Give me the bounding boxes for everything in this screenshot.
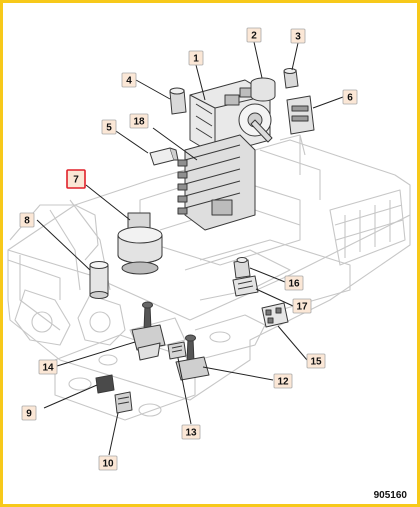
- component-15: [261, 302, 289, 328]
- component-6: [286, 95, 315, 135]
- callout-13-number: 13: [185, 428, 197, 439]
- callout-14-number: 14: [42, 363, 54, 374]
- component-3: [283, 68, 299, 89]
- right-joystick: [175, 334, 210, 381]
- callout-3[interactable]: 3: [290, 28, 306, 44]
- callout-6[interactable]: 6: [342, 89, 358, 105]
- callout-4-number: 4: [126, 76, 132, 87]
- component-10: [114, 391, 133, 414]
- callout-18-number: 18: [133, 117, 145, 128]
- callout-10[interactable]: 10: [98, 455, 118, 471]
- left-joystick: [131, 301, 166, 361]
- swing-motor: [117, 212, 163, 275]
- callout-10-number: 10: [102, 459, 114, 470]
- callout-7-number: 7: [73, 175, 79, 186]
- chassis-line-art: [7, 134, 411, 421]
- callout-14[interactable]: 14: [38, 359, 58, 375]
- callout-badges: 1 2 3 4 5 6 7 8: [19, 27, 358, 471]
- callout-17-number: 17: [296, 302, 308, 313]
- callout-7-highlighted[interactable]: 7: [66, 169, 86, 189]
- callout-15[interactable]: 15: [306, 353, 326, 369]
- callout-1-number: 1: [193, 54, 199, 65]
- component-16: [233, 257, 251, 279]
- callout-16-number: 16: [288, 279, 300, 290]
- component-17: [232, 275, 259, 297]
- callout-13[interactable]: 13: [181, 424, 201, 440]
- component-4: [169, 87, 187, 115]
- callout-2[interactable]: 2: [246, 27, 262, 43]
- control-valve-bank: [177, 134, 256, 231]
- callout-16[interactable]: 16: [284, 275, 304, 291]
- component-9: [95, 374, 115, 394]
- callout-9-number: 9: [26, 409, 32, 420]
- component-13: [167, 341, 187, 360]
- leader-lines: [36, 41, 344, 456]
- callout-1[interactable]: 1: [188, 50, 204, 66]
- components: [89, 68, 315, 414]
- callout-5-number: 5: [106, 123, 112, 134]
- callout-18[interactable]: 18: [129, 113, 149, 129]
- callout-17[interactable]: 17: [292, 298, 312, 314]
- sensor-2: [250, 77, 276, 102]
- callout-15-number: 15: [310, 357, 322, 368]
- component-5: [149, 147, 179, 166]
- callout-8[interactable]: 8: [19, 212, 35, 228]
- callout-6-number: 6: [347, 93, 353, 104]
- callout-2-number: 2: [251, 31, 257, 42]
- callout-3-number: 3: [295, 32, 301, 43]
- figure-reference: 905160: [374, 490, 408, 501]
- callout-4[interactable]: 4: [121, 72, 137, 88]
- callout-12-number: 12: [277, 377, 289, 388]
- pump-assembly: [189, 79, 273, 156]
- callout-9[interactable]: 9: [21, 405, 37, 421]
- component-8: [89, 261, 109, 299]
- callout-12[interactable]: 12: [273, 373, 293, 389]
- callout-8-number: 8: [24, 216, 30, 227]
- callout-5[interactable]: 5: [101, 119, 117, 135]
